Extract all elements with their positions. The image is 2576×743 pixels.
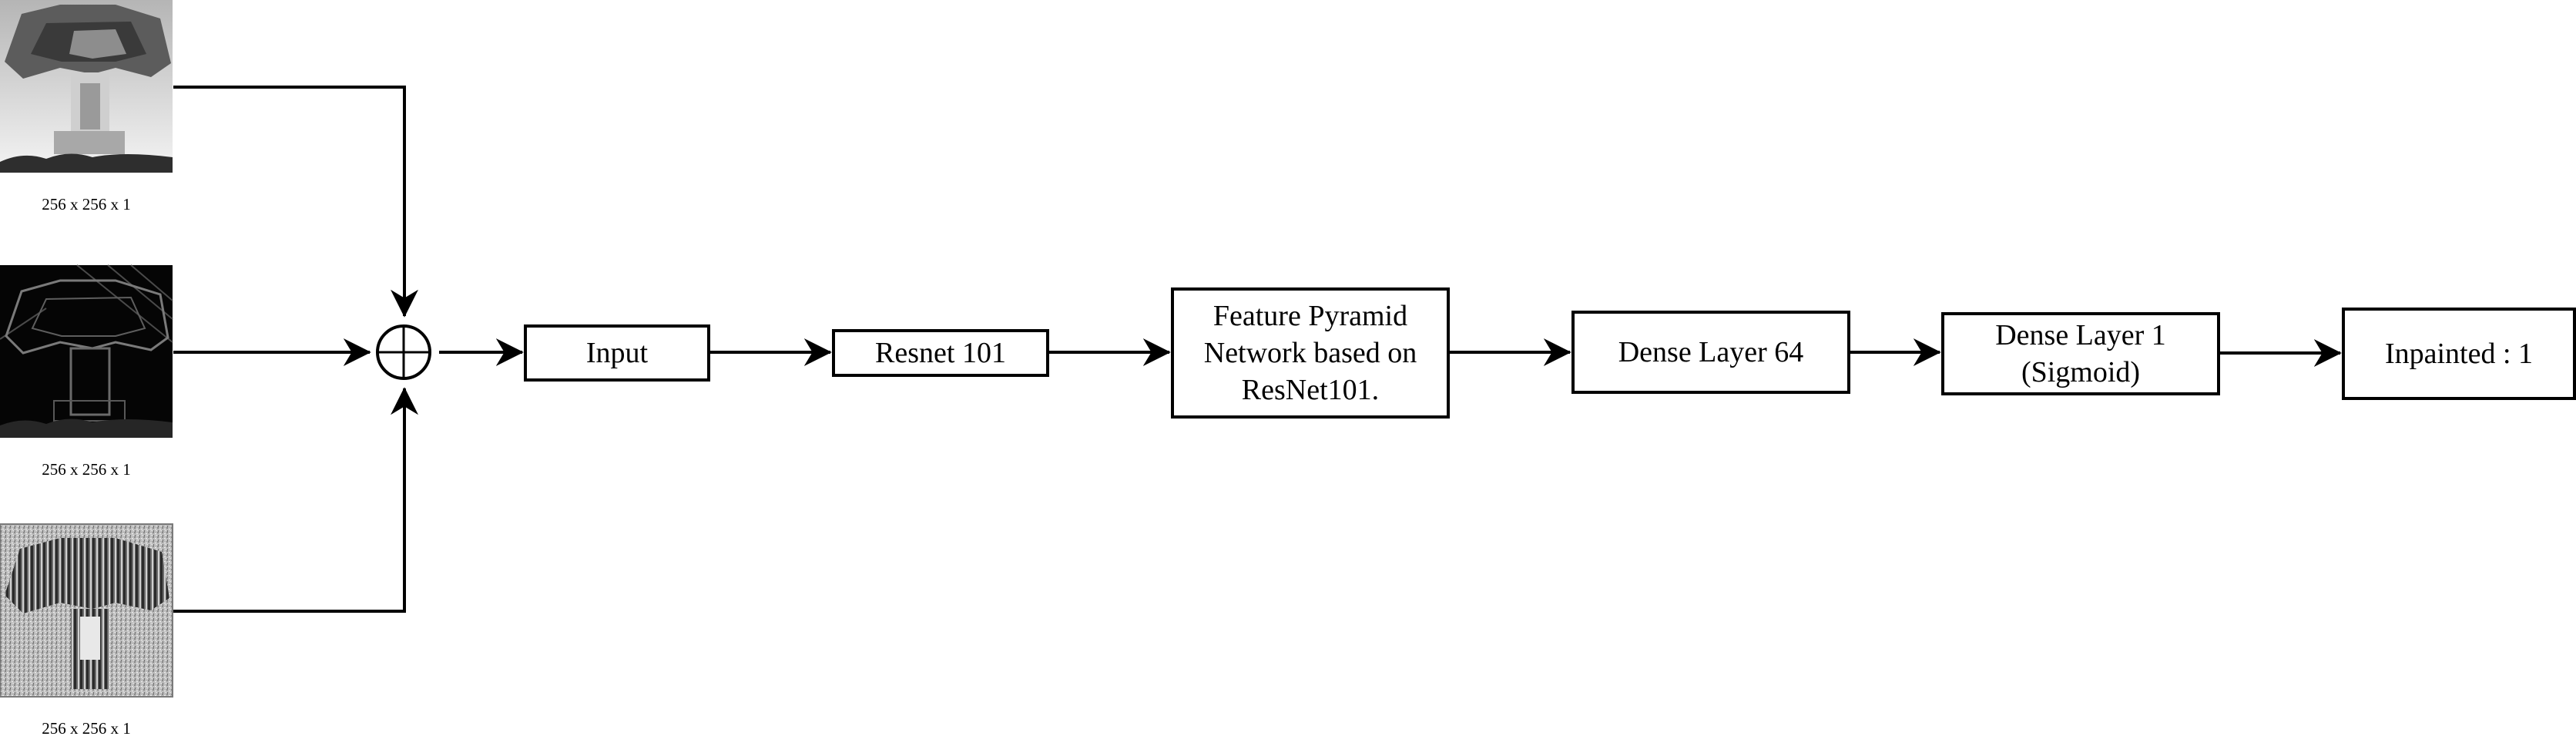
- caption-input-1: 256 x 256 x 1: [42, 195, 131, 213]
- connector-image3-to-combine: [173, 387, 418, 613]
- dense64-block-label: Dense Layer 64: [1618, 336, 1804, 368]
- output-block-label: Inpainted : 1: [2384, 338, 2534, 370]
- caption-input-3: 256 x 256 x 1: [42, 719, 131, 738]
- input-image-edges: [0, 264, 173, 438]
- dense64-block: Dense Layer 64: [1571, 311, 1850, 394]
- connector-image1-to-combine: [173, 86, 418, 318]
- input-image-noise: [0, 523, 173, 698]
- input-image-grayscale: [0, 0, 173, 173]
- caption-input-2: 256 x 256 x 1: [42, 460, 131, 479]
- combine-node: [376, 324, 431, 380]
- fpn-block-label: Feature Pyramid Network based on ResNet1…: [1203, 300, 1417, 406]
- dense1-block: Dense Layer 1 (Sigmoid): [1941, 312, 2220, 395]
- resnet-block-label: Resnet 101: [875, 337, 1006, 369]
- fpn-block: Feature Pyramid Network based on ResNet1…: [1171, 287, 1450, 419]
- input-block-label: Input: [585, 337, 649, 369]
- input-block: Input: [524, 324, 710, 382]
- dense1-block-label: Dense Layer 1 (Sigmoid): [1995, 319, 2166, 388]
- output-block: Inpainted : 1: [2342, 308, 2576, 400]
- resnet-block: Resnet 101: [832, 329, 1049, 377]
